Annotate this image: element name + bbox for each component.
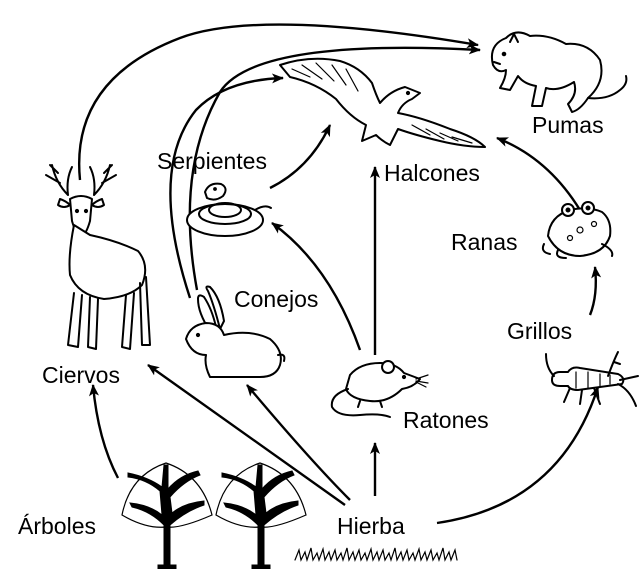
snake-icon [187,184,271,236]
label-arboles: Árboles [18,513,96,539]
trees-icon [122,463,306,569]
label-halcones: Halcones [384,160,480,186]
label-serpientes: Serpientes [157,148,267,174]
arrow-conejos-halcones [170,78,283,298]
puma-icon [492,32,626,112]
hawk-icon [280,59,485,147]
label-hierba: Hierba [337,513,405,539]
label-grillos: Grillos [507,318,572,344]
arrow-ranas-halcones [497,138,580,210]
arrow-grillos-ranas [590,267,596,315]
label-ranas: Ranas [451,229,517,255]
label-ratones: Ratones [403,407,489,433]
deer-icon [46,165,150,349]
grass-icon [295,548,457,560]
label-pumas: Pumas [532,112,604,138]
frog-icon [543,202,612,258]
cricket-icon [546,352,638,406]
label-conejos: Conejos [234,286,318,312]
label-ciervos: Ciervos [42,362,120,388]
arrow-arboles-ciervos [93,385,118,478]
arrow-serpientes-halcones [270,125,330,188]
